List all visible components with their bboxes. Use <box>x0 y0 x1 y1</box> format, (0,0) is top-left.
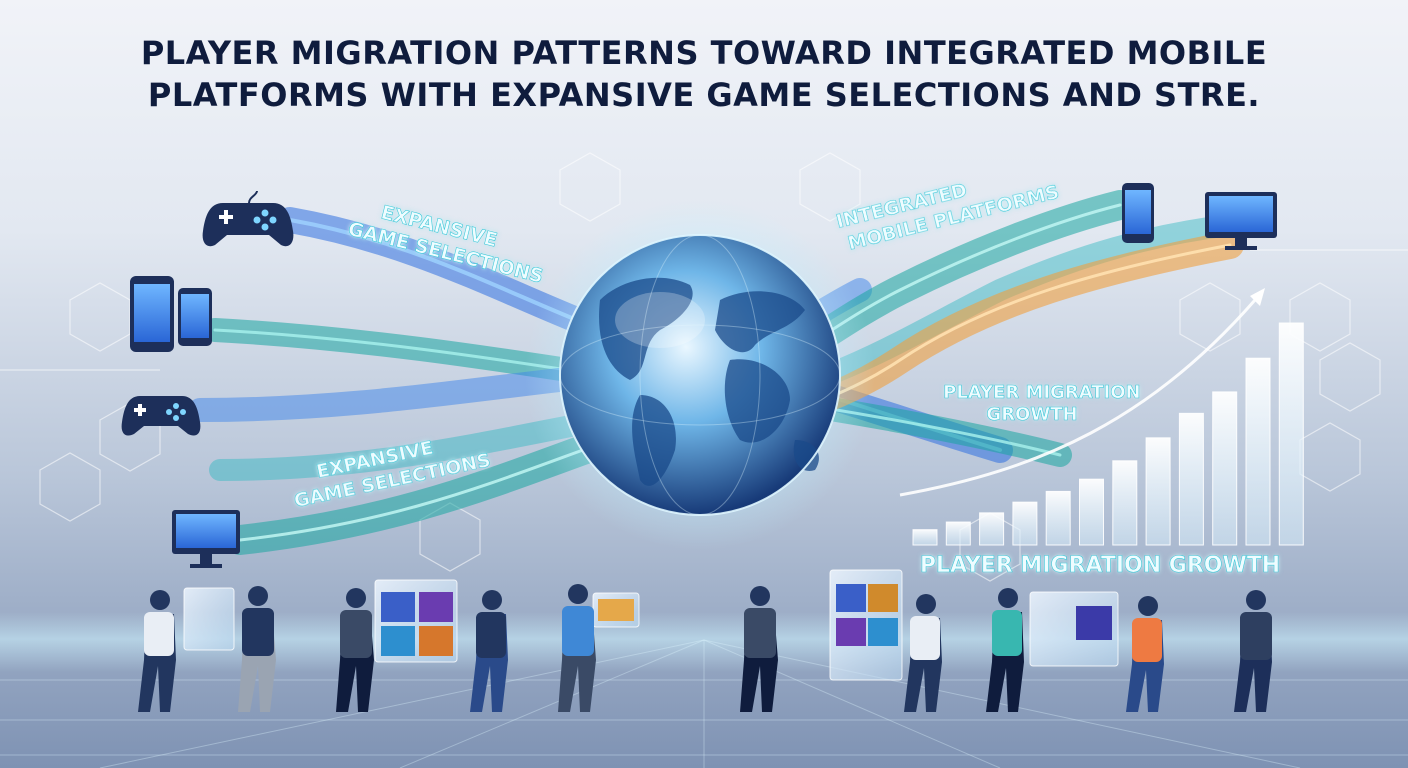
growth-bar <box>1145 437 1171 546</box>
monitor-icon <box>172 510 240 568</box>
growth-bar <box>1245 357 1271 546</box>
floor-grid <box>0 612 1408 768</box>
person <box>336 588 374 712</box>
growth-bar <box>1278 322 1304 546</box>
growth-bar-chart <box>912 322 1304 546</box>
growth-bar <box>912 529 938 546</box>
person <box>904 594 942 712</box>
growth-bar <box>1045 490 1071 546</box>
growth-bar <box>979 512 1005 546</box>
growth-bar <box>1012 501 1038 546</box>
growth-bar <box>1212 391 1238 546</box>
person <box>740 586 778 712</box>
holo-panels <box>183 569 1119 681</box>
growth-bar <box>1112 460 1138 546</box>
person <box>470 590 508 712</box>
label-growth-big: PLAYER MIGRATION GROWTH <box>920 553 1280 578</box>
label-growth-small: PLAYER MIGRATION GROWTH <box>943 382 1147 425</box>
globe <box>525 200 875 550</box>
person <box>238 586 276 712</box>
phone-icon <box>1122 183 1154 243</box>
person <box>558 584 596 712</box>
page-title: PLAYER MIGRATION PATTERNS TOWARD INTEGRA… <box>0 32 1408 116</box>
person <box>986 588 1024 712</box>
person <box>1234 590 1272 712</box>
growth-bar <box>945 521 971 546</box>
gamepad-icon <box>202 190 294 247</box>
person <box>138 590 176 712</box>
growth-arrow-icon <box>899 288 1265 497</box>
phones-icon <box>130 276 212 352</box>
growth-bar <box>1178 412 1204 546</box>
title-line-2: PLATFORMS WITH EXPANSIVE GAME SELECTIONS… <box>147 76 1261 114</box>
people-group <box>138 584 1272 712</box>
gamepad-icon <box>121 396 201 436</box>
title-line-1: PLAYER MIGRATION PATTERNS TOWARD INTEGRA… <box>140 34 1268 72</box>
growth-bar <box>1079 478 1104 546</box>
monitor-icon <box>1205 192 1277 250</box>
person <box>1126 596 1164 712</box>
